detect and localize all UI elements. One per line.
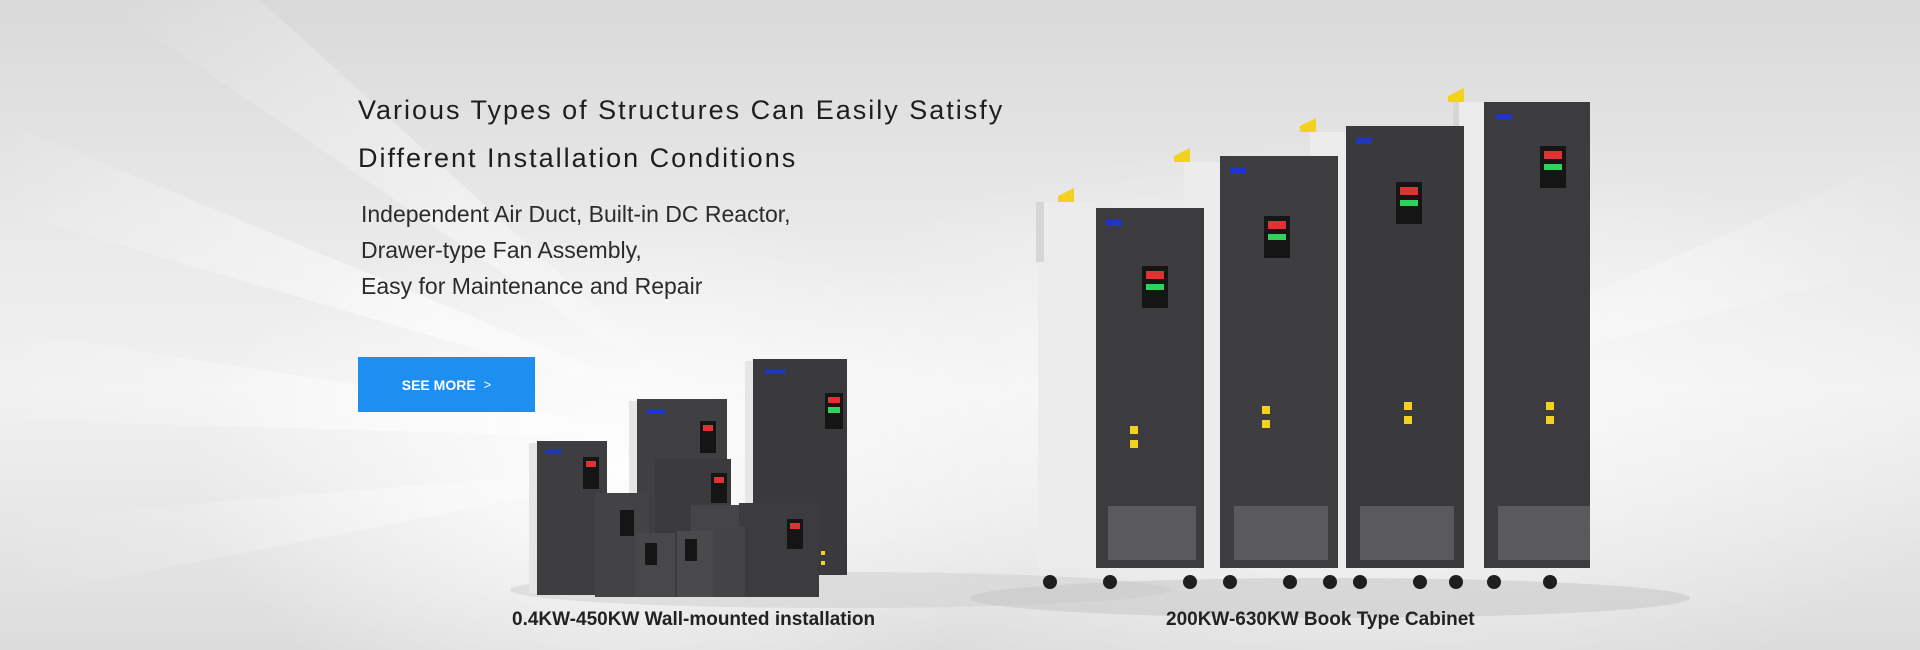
hero-headline: Various Types of Structures Can Easily S…	[358, 86, 1004, 182]
cabinet-caption: 200KW-630KW Book Type Cabinet	[1166, 609, 1475, 630]
headline-line-1: Various Types of Structures Can Easily S…	[358, 95, 1005, 125]
feature-item: Easy for Maintenance and Repair	[361, 273, 703, 299]
headline-line-2: Different Installation Conditions	[358, 143, 798, 173]
book-type-cabinets-image	[1036, 88, 1590, 589]
feature-item: Drawer-type Fan Assembly,	[361, 237, 642, 263]
feature-list: Independent Air Duct, Built-in DC Reacto…	[361, 196, 791, 304]
see-more-button[interactable]: SEE MORE >	[358, 357, 535, 412]
wall-mounted-caption: 0.4KW-450KW Wall-mounted installation	[512, 609, 876, 630]
wall-mounted-inverters-image	[529, 359, 847, 597]
chevron-right-icon: >	[483, 377, 492, 392]
see-more-label: SEE MORE	[401, 376, 476, 393]
feature-item: Independent Air Duct, Built-in DC Reacto…	[361, 201, 791, 227]
